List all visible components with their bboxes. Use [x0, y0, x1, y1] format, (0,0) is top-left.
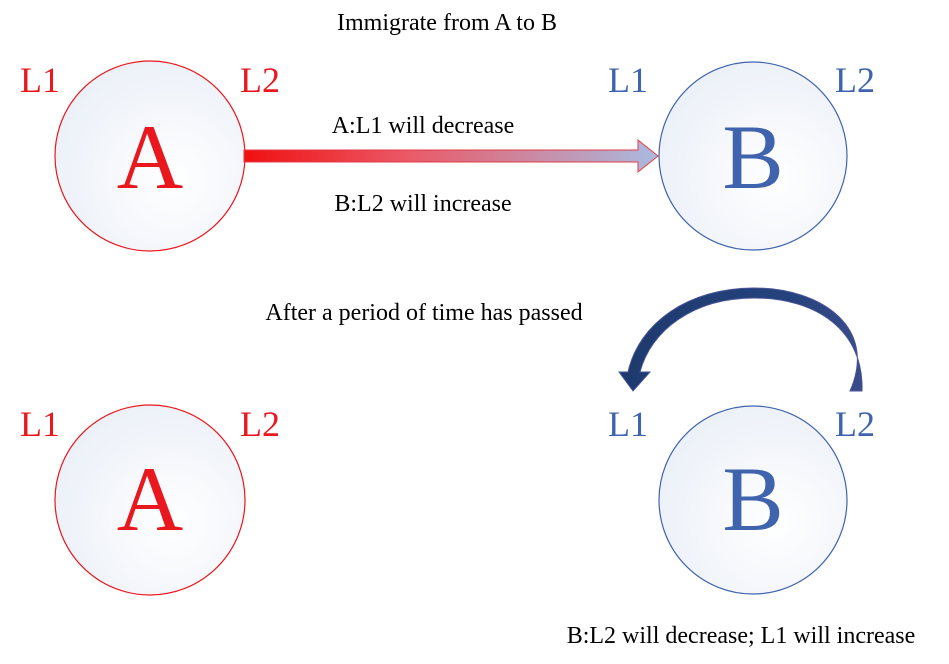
node-b-letter: B: [722, 106, 783, 208]
arrow-top-label: A:L1 will decrease: [332, 113, 515, 139]
node-a-letter: A: [117, 448, 183, 550]
node-b-letter: B: [722, 448, 783, 550]
node-b-circle: [658, 61, 848, 251]
node-a-circle: [54, 404, 246, 596]
node-b-l2-label: L2: [835, 404, 875, 444]
node-b-l1-label: L1: [608, 60, 648, 100]
arrow-bottom-label: B:L2 will increase: [334, 191, 511, 217]
node-a-l1-label: L1: [20, 60, 60, 100]
diagram-title: Immigrate from A to B: [337, 10, 557, 36]
node-b-circle: [658, 405, 848, 595]
node-b-l1-label: L1: [608, 404, 648, 444]
stage1-node-b: B L1 L2: [608, 60, 875, 251]
node-a-l2-label: L2: [240, 60, 280, 100]
straight-arrow-a-to-b: [243, 138, 659, 174]
stage2-node-b: B L1 L2: [608, 404, 875, 595]
bottom-caption: B:L2 will decrease; L1 will increase: [567, 623, 916, 649]
stage2-node-a: A L1 L2: [20, 404, 280, 596]
node-a-l1-label: L1: [20, 404, 60, 444]
node-a-letter: A: [117, 106, 183, 208]
node-a-l2-label: L2: [240, 404, 280, 444]
stage1-node-a: A L1 L2: [20, 60, 280, 252]
curved-arrow-l2-to-l1: [618, 287, 863, 392]
node-b-l2-label: L2: [835, 60, 875, 100]
stage2-caption: After a period of time has passed: [265, 300, 582, 326]
